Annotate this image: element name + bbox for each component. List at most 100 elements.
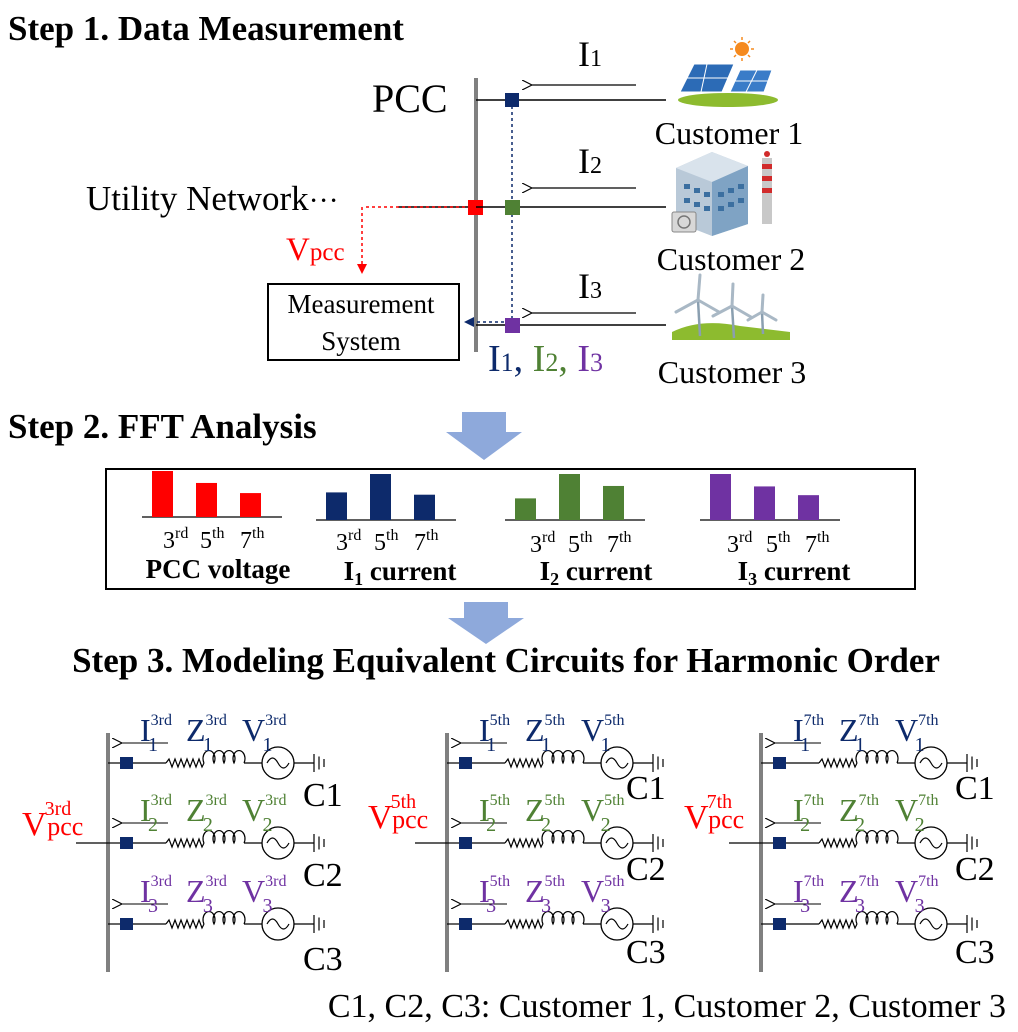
measured-currents-label: I1, I2, I3 (488, 338, 603, 380)
inductor-symbol (541, 830, 585, 845)
customer-label-3: Customer 3 (658, 354, 806, 390)
spectrum-bar (798, 495, 819, 520)
inductor-symbol (202, 911, 246, 926)
sine-icon (605, 918, 629, 930)
inductor-symbol (541, 750, 585, 765)
spectrum-bar (414, 494, 435, 520)
wind-turbine-icon (672, 273, 790, 340)
harmonic-tick-label: 7th (805, 529, 829, 558)
inductor-symbol (855, 830, 899, 845)
customer-tag: C3 (303, 941, 343, 978)
inductor-symbol (202, 830, 246, 845)
spectrum-bar (370, 474, 391, 520)
current-node-3 (505, 318, 520, 333)
spectrum-bar (515, 498, 536, 520)
branch-node (120, 918, 133, 930)
spectrum-bar (152, 471, 173, 517)
resistor-symbol (504, 837, 544, 849)
spectrum-bar (196, 482, 217, 517)
pcc-voltage-node (468, 200, 483, 215)
current-label-2: I2 (578, 141, 602, 181)
sine-icon (919, 757, 943, 769)
inductor-symbol (202, 750, 246, 765)
harmonic-tick-label: 3rd (530, 529, 555, 558)
spectrum-bar (326, 492, 347, 520)
spectrum-caption: I2 current (540, 556, 653, 589)
current-node-1 (505, 93, 519, 107)
down-arrow-1 (446, 412, 522, 460)
branch-node (120, 757, 133, 769)
customer-tag: C1 (626, 770, 666, 807)
customer-label-2: Customer 2 (657, 241, 805, 277)
current-label-1: I1 (578, 34, 602, 74)
harmonic-tick-label: 5th (374, 527, 398, 556)
measurement-system-line2: System (321, 326, 401, 356)
resistor-symbol (504, 757, 544, 769)
harmonic-tick-label: 3rd (727, 529, 752, 558)
factory-icon (671, 151, 772, 236)
customer-tag: C2 (626, 851, 666, 888)
customer-tag: C2 (955, 851, 995, 888)
sine-icon (266, 757, 290, 769)
customer-tag: C1 (955, 770, 995, 807)
customer-tag: C3 (626, 934, 666, 971)
solar-panel-icon (678, 37, 778, 107)
sine-icon (919, 837, 943, 849)
sine-icon (605, 837, 629, 849)
branch-node (459, 837, 472, 849)
harmonic-tick-label: 3rd (336, 527, 361, 556)
spectrum-caption: PCC voltage (146, 554, 291, 584)
customer-tag: C2 (303, 857, 343, 894)
spectrum-bar (240, 493, 261, 517)
branch-node (120, 837, 133, 849)
harmonic-tick-label: 3rd (163, 525, 188, 554)
harmonic-tick-label: 5th (200, 525, 224, 554)
resistor-symbol (818, 918, 858, 930)
sine-icon (605, 757, 629, 769)
resistor-symbol (504, 918, 544, 930)
spectrum-caption: I1 current (344, 556, 457, 589)
branch-node (773, 757, 786, 769)
step2-title: Step 2. FFT Analysis (8, 407, 317, 446)
down-arrow-2 (448, 602, 524, 644)
current-label-3: I3 (578, 266, 602, 306)
spectrum-bar (754, 486, 775, 520)
branch-node (459, 757, 472, 769)
resistor-symbol (165, 757, 205, 769)
spectrum-bar (559, 474, 580, 520)
step1-title: Step 1. Data Measurement (8, 9, 404, 48)
step3-title: Step 3. Modeling Equivalent Circuits for… (72, 641, 940, 680)
current-node-2 (505, 200, 520, 215)
spectrum-caption: I3 current (738, 556, 851, 589)
harmonic-tick-label: 7th (414, 527, 438, 556)
harmonic-tick-label: 7th (607, 529, 631, 558)
harmonic-tick-label: 5th (568, 529, 592, 558)
customer-tag: C1 (303, 777, 343, 814)
footnote: C1, C2, C3: Customer 1, Customer 2, Cust… (328, 988, 1006, 1025)
inductor-symbol (541, 911, 585, 926)
